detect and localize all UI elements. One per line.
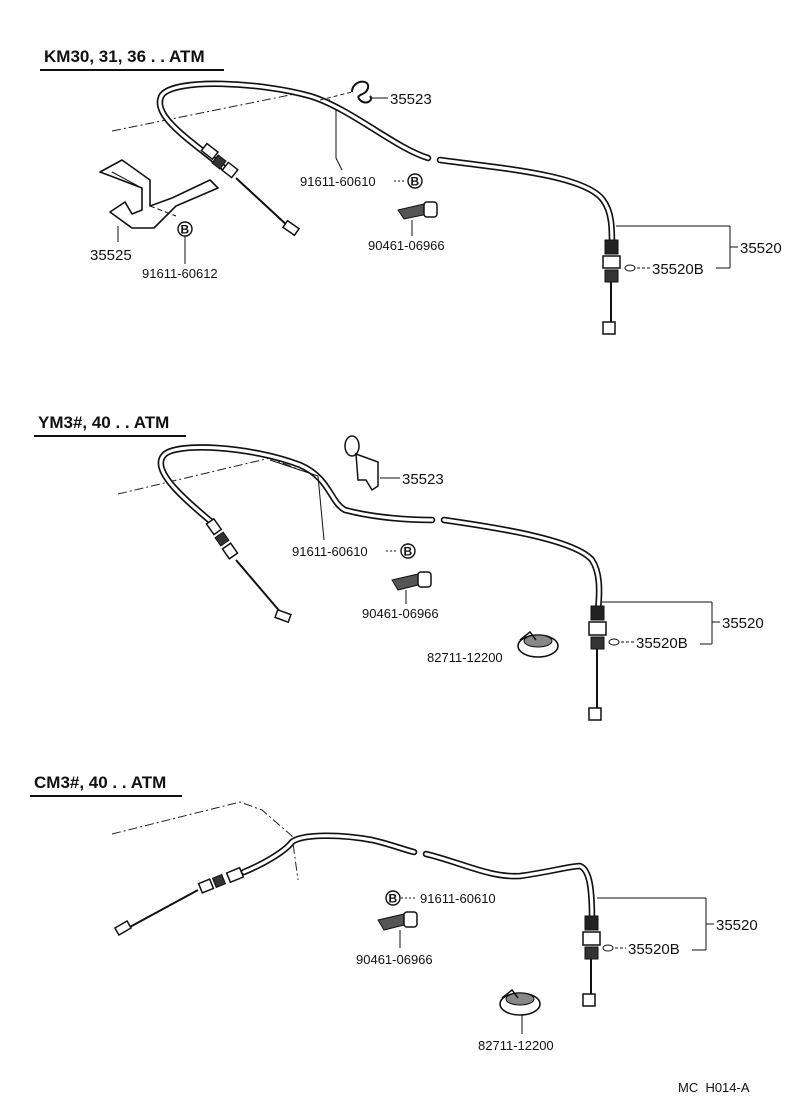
throttle-cable-segment	[422, 850, 596, 924]
clip-icon	[344, 435, 400, 492]
figure-code: MC H014-A	[678, 1080, 750, 1095]
grommet-icon	[391, 571, 432, 604]
throttle-cable-segment-core	[438, 158, 614, 248]
part-label-bracket-bolt: 91611-60612	[142, 266, 218, 281]
body-reference-line	[111, 801, 299, 881]
section-title: KM30, 31, 36 . . ATM	[44, 47, 205, 66]
bolt-marker-letter: B	[181, 223, 190, 237]
part-label-bracket: 35525	[90, 247, 132, 264]
body-reference-line	[117, 457, 301, 495]
clamp-icon	[499, 988, 541, 1016]
part-label-clip-b: 35520B	[636, 635, 688, 652]
bolt-marker-icon	[400, 543, 416, 559]
cable-end-right	[582, 915, 601, 1007]
section-ym3: YM3#, 40 . . ATM 35523 91611-6	[34, 413, 764, 721]
part-label-grommet: 90461-06966	[362, 606, 439, 621]
part-label-grommet: 90461-06966	[368, 238, 445, 253]
grommet-icon	[397, 201, 438, 236]
part-label-clamp: 82711-12200	[427, 650, 503, 665]
part-label-clip-b: 35520B	[652, 261, 704, 278]
bolt-marker-letter: B	[411, 175, 420, 189]
clamp-icon	[517, 630, 559, 658]
throttle-cable-segment-core	[442, 518, 601, 612]
throttle-cable-segment-core	[424, 852, 594, 922]
body-reference-line	[111, 92, 331, 132]
part-label-bolt: 91611-60610	[420, 891, 496, 906]
cable-end-left	[205, 517, 292, 624]
cable-end-right	[588, 605, 607, 721]
section-title: YM3#, 40 . . ATM	[38, 413, 169, 432]
part-label-cable: 35520	[716, 917, 758, 934]
cable-end-right	[602, 239, 621, 335]
leader-line	[335, 110, 343, 171]
section-km30: KM30, 31, 36 . . ATM	[40, 47, 782, 335]
bolt-marker-letter: B	[404, 545, 413, 559]
part-label-cable: 35520	[740, 240, 782, 257]
bolt-marker-icon	[385, 890, 401, 906]
part-label-clip: 35523	[402, 471, 444, 488]
clip-b-icon	[602, 944, 614, 952]
bracket-icon	[99, 159, 219, 229]
grommet-icon	[377, 911, 418, 948]
throttle-cable	[156, 80, 432, 172]
part-label-bolt: 91611-60610	[292, 544, 368, 559]
part-label-clip: 35523	[390, 91, 432, 108]
part-label-cable: 35520	[722, 615, 764, 632]
section-title: CM3#, 40 . . ATM	[34, 773, 166, 792]
bolt-marker-letter: B	[389, 892, 398, 906]
section-cm3: CM3#, 40 . . ATM B 91611-60610	[30, 773, 758, 1053]
bolt-marker-icon	[407, 173, 423, 189]
cable-end-left	[200, 142, 301, 237]
throttle-cable	[240, 832, 418, 876]
part-label-clamp: 82711-12200	[478, 1038, 554, 1053]
cable-end-left	[113, 866, 245, 936]
throttle-cable-core	[158, 82, 430, 170]
part-label-bolt: 91611-60610	[300, 174, 376, 189]
throttle-cable-core	[242, 834, 416, 874]
clip-b-icon	[608, 638, 620, 646]
part-label-grommet: 90461-06966	[356, 952, 433, 967]
leader-line	[269, 459, 325, 541]
throttle-cable-core	[159, 445, 434, 526]
part-label-clip-b: 35520B	[628, 941, 680, 958]
clip-icon	[319, 80, 388, 104]
clip-b-icon	[624, 264, 636, 272]
